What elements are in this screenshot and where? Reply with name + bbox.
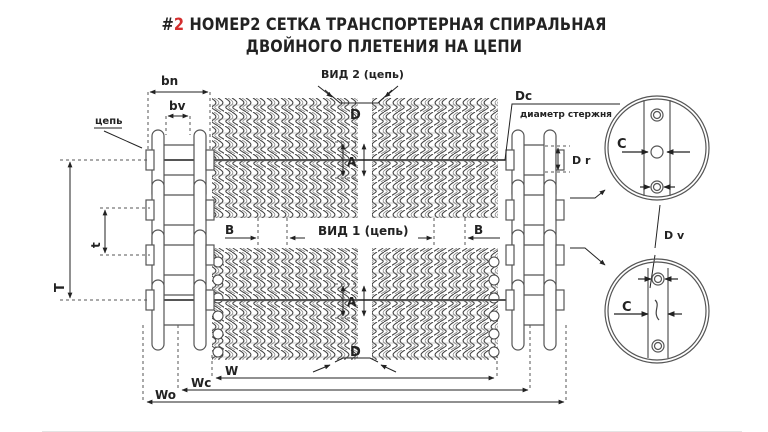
- label-W: W: [225, 364, 238, 378]
- label-B-left: B: [225, 223, 234, 237]
- detail-circle-top: [604, 95, 710, 201]
- label-bn: bn: [161, 74, 178, 88]
- title-number: 2: [173, 15, 185, 35]
- label-Dv: D v: [664, 229, 685, 242]
- dim-D-bottom: [334, 357, 379, 363]
- label-Dr: D r: [572, 154, 591, 167]
- label-D-top: D: [350, 108, 361, 123]
- label-D-bottom: D: [350, 345, 361, 360]
- title-line-2: ДВОЙНОГО ПЛЕТЕНИЯ НА ЦЕПИ: [245, 37, 523, 57]
- mesh-lower-right: [372, 248, 500, 360]
- label-bv: bv: [169, 99, 186, 113]
- mesh-lower-left: [212, 248, 358, 360]
- detail-circle-bottom: [604, 258, 710, 364]
- label-T: T: [53, 283, 68, 292]
- title-line-1: #2 НОМЕР2 СЕТКА ТРАНСПОРТЕРНАЯ СПИРАЛЬНА…: [54, 15, 714, 35]
- right-chain: [505, 129, 565, 351]
- label-t: t: [89, 242, 103, 248]
- mesh-upper-right: [372, 98, 498, 218]
- extension-lines: [60, 92, 570, 402]
- leader-Dc: [504, 103, 525, 161]
- label-chain: цепь: [95, 116, 122, 127]
- label-C-top: C: [617, 137, 627, 152]
- label-Wo: Wo: [155, 388, 176, 402]
- leader-chain: [103, 130, 143, 149]
- label-Wc: Wc: [191, 376, 211, 390]
- title-text-1: НОМЕР2 СЕТКА ТРАНСПОРТЕРНАЯ СПИРАЛЬНАЯ: [184, 15, 607, 35]
- label-view-1: ВИД 1 (цепь): [318, 224, 408, 238]
- label-B-right: B: [474, 223, 483, 237]
- title-hash: #: [161, 15, 174, 35]
- label-A-top: A: [347, 155, 357, 169]
- leader-Dv: [654, 204, 661, 249]
- label-C-bottom: C: [622, 300, 632, 315]
- label-view-2: ВИД 2 (цепь): [321, 68, 404, 81]
- dimension-arrows: [67, 85, 661, 405]
- label-Dc: Dc: [515, 89, 532, 103]
- mesh-upper-left: [212, 98, 358, 218]
- left-chain: [145, 129, 215, 351]
- label-A-bottom: A: [347, 295, 357, 309]
- label-rod-diameter: диаметр стержня: [520, 110, 612, 120]
